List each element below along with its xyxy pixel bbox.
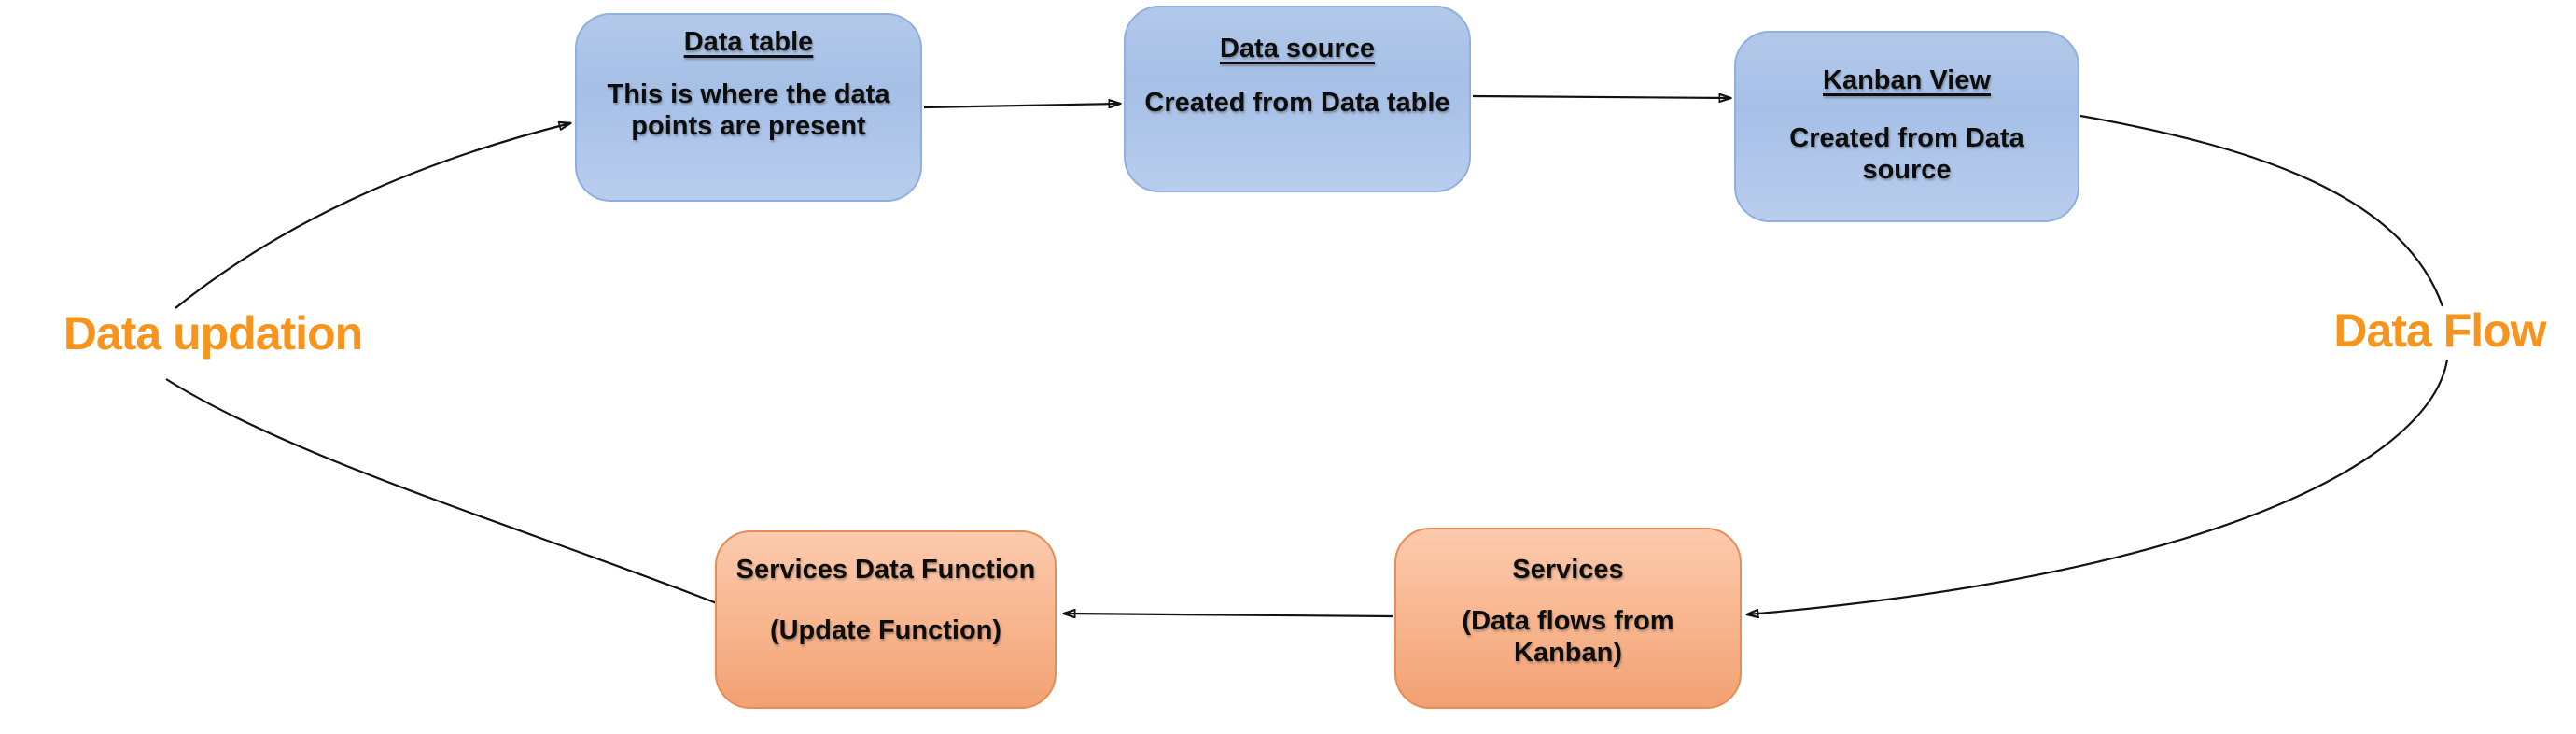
- cycle-label-data-updation: Data updation: [63, 307, 363, 360]
- node-kanban-view-body: Created from Data source: [1789, 123, 2024, 185]
- node-services: Services (Data flows from Kanban): [1394, 528, 1742, 709]
- connector-data-table-to-data-source: [923, 104, 1120, 107]
- arc-data-flow-to-services: [1747, 359, 2449, 614]
- node-data-source-title: Data source: [1219, 34, 1375, 64]
- node-data-table-body: This is where the data points are presen…: [607, 79, 890, 141]
- node-data-table-title: Data table: [683, 27, 814, 57]
- node-services-title: Services: [1512, 555, 1624, 585]
- node-kanban-view: Kanban View Created from Data source: [1734, 31, 2079, 222]
- arc-kanban-view-to-data-flow: [2079, 114, 2444, 307]
- connector-services-to-services-data-function: [1064, 614, 1393, 616]
- cycle-label-data-flow: Data Flow: [2333, 304, 2546, 357]
- node-data-source-body: Created from Data table: [1144, 88, 1450, 118]
- node-services-data-function-body: (Update Function): [769, 615, 1002, 645]
- node-services-body: (Data flows from Kanban): [1462, 606, 1674, 668]
- arc-services-data-function-to-updation: [165, 378, 718, 605]
- node-services-data-function-title: Services Data Function: [735, 555, 1036, 585]
- connector-data-source-to-kanban-view: [1472, 96, 1730, 98]
- node-data-table: Data table This is where the data points…: [575, 13, 922, 202]
- node-services-data-function: Services Data Function (Update Function): [715, 530, 1057, 709]
- node-kanban-view-title: Kanban View: [1823, 65, 1991, 95]
- node-data-source: Data source Created from Data table: [1124, 6, 1471, 192]
- arc-updation-to-data-table: [175, 123, 570, 309]
